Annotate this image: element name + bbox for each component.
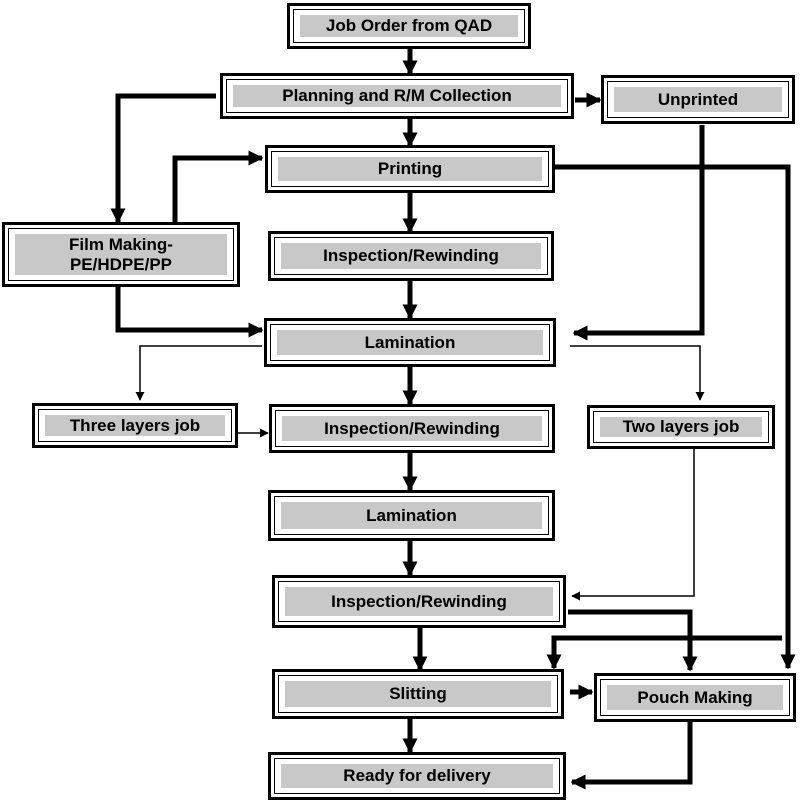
planning-label: Planning and R/M Collection xyxy=(233,85,561,107)
inspection-rewinding-3-node: Inspection/Rewinding xyxy=(272,575,566,628)
arrow-inspection3-to-pouch xyxy=(568,609,698,672)
arrow-unprinted-to-lamination1 xyxy=(572,125,705,341)
arrow-film-to-printing xyxy=(172,150,264,222)
arrow-lamination1-to-three-layers xyxy=(135,345,262,401)
pouch-making-node: Pouch Making xyxy=(594,673,796,722)
planning-node: Planning and R/M Collection xyxy=(220,73,574,119)
ready-for-delivery-label: Ready for delivery xyxy=(281,764,553,788)
lamination-2-label: Lamination xyxy=(281,502,542,529)
arrow-lamination1-to-two-layers xyxy=(570,345,705,401)
printing-label: Printing xyxy=(278,157,542,181)
film-making-label: Film Making- PE/HDPE/PP xyxy=(15,234,227,275)
lamination-1-node: Lamination xyxy=(264,318,556,367)
printing-node: Printing xyxy=(265,145,555,193)
inspection-rewinding-1-node: Inspection/Rewinding xyxy=(268,231,554,281)
inspection-rewinding-3-label: Inspection/Rewinding xyxy=(285,587,553,616)
arrow-planning-to-film xyxy=(110,93,216,224)
three-layers-job-node: Three layers job xyxy=(32,403,238,448)
two-layers-job-label: Two layers job xyxy=(600,417,762,437)
inspection-rewinding-2-node: Inspection/Rewinding xyxy=(269,404,555,453)
slitting-node: Slitting xyxy=(272,669,564,719)
three-layers-job-label: Three layers job xyxy=(45,415,225,436)
arrow-pouch-to-ready xyxy=(570,722,693,790)
unprinted-node: Unprinted xyxy=(601,75,795,124)
ready-for-delivery-node: Ready for delivery xyxy=(268,752,566,800)
lamination-1-label: Lamination xyxy=(277,330,543,355)
two-layers-job-node: Two layers job xyxy=(587,405,775,449)
arrow-bypass-to-slitting xyxy=(546,635,782,670)
inspection-rewinding-2-label: Inspection/Rewinding xyxy=(282,416,542,441)
arrow-printing-to-pouch xyxy=(555,164,796,670)
pouch-making-label: Pouch Making xyxy=(607,685,783,710)
arrow-two-layers-to-inspection3 xyxy=(571,448,695,601)
job-order-node: Job Order from QAD xyxy=(287,3,531,49)
arrow-film-to-lamination1 xyxy=(115,286,264,338)
slitting-label: Slitting xyxy=(285,681,551,707)
film-making-node: Film Making- PE/HDPE/PP xyxy=(2,222,240,287)
unprinted-label: Unprinted xyxy=(614,87,782,112)
lamination-2-node: Lamination xyxy=(268,490,555,541)
inspection-rewinding-1-label: Inspection/Rewinding xyxy=(281,243,541,269)
job-order-label: Job Order from QAD xyxy=(300,15,518,37)
